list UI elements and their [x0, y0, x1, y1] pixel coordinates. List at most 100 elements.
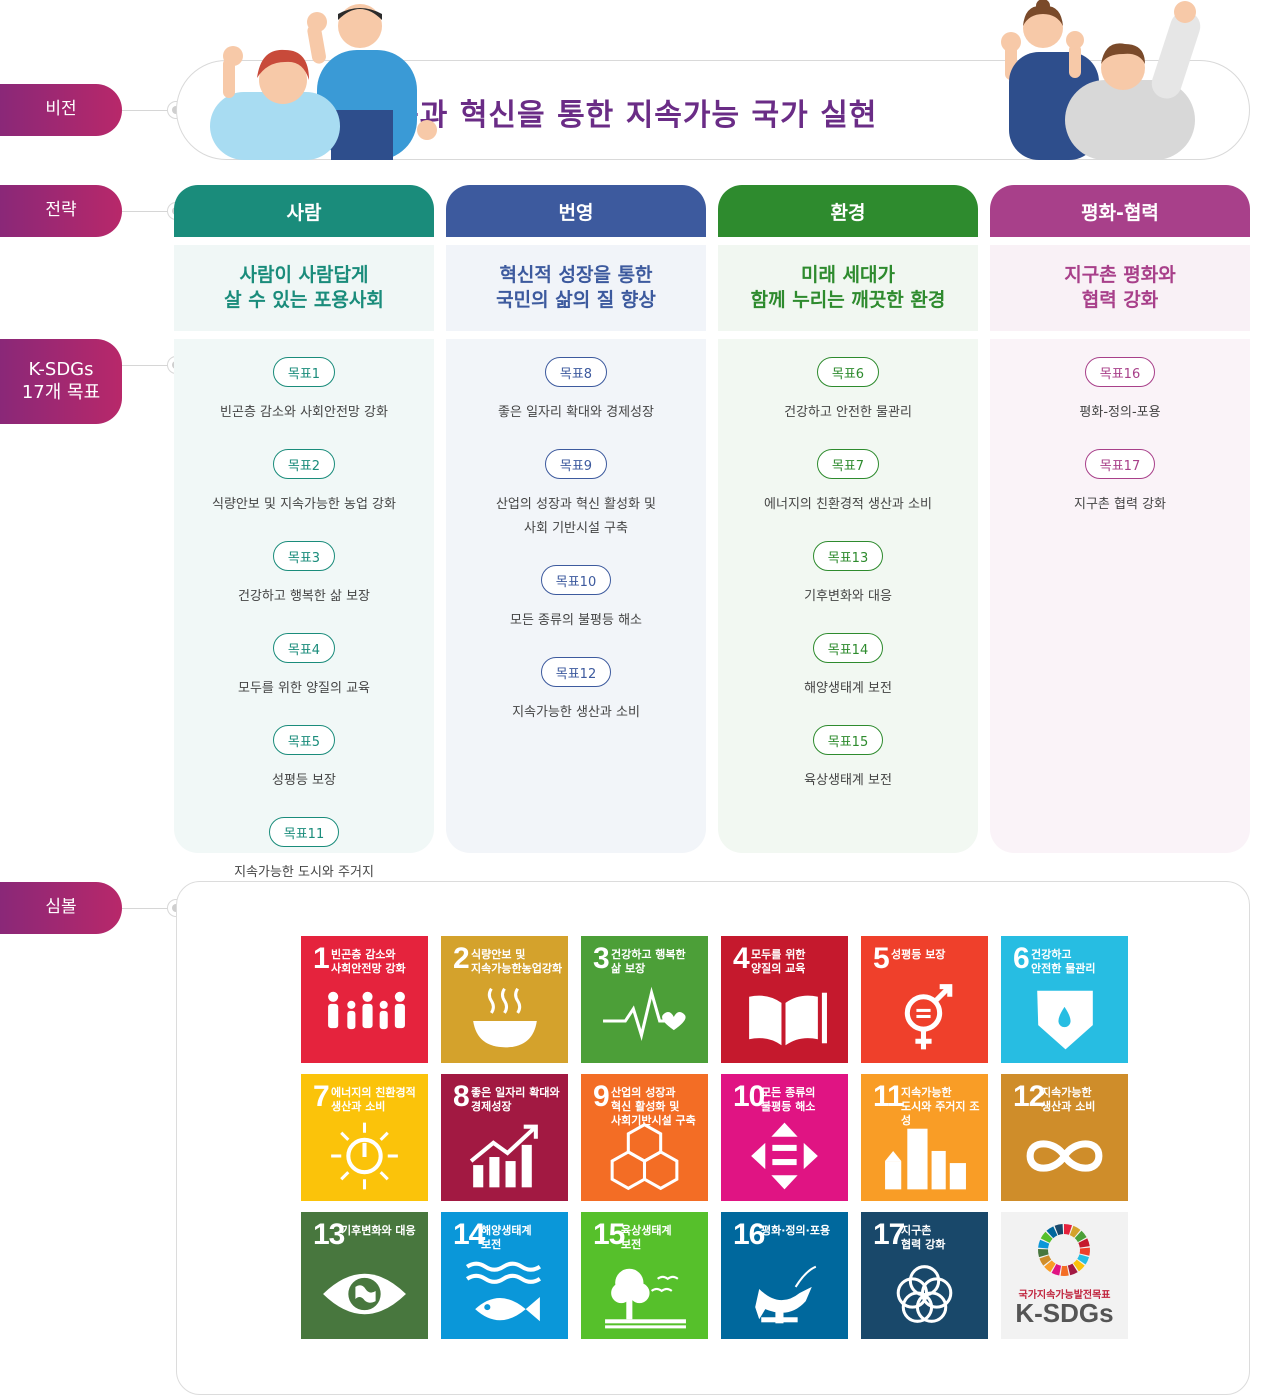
column-head: 평화-협력: [990, 185, 1250, 237]
goal-badge: 목표13: [812, 541, 884, 572]
goal-badge: 목표1: [272, 357, 336, 387]
sdg-tile-number: 1: [313, 942, 330, 975]
sdg-tile-number: 6: [1013, 942, 1030, 975]
eye-globe-icon: [323, 1273, 406, 1315]
goal-text: 모두를 위한 양질의 교육: [238, 681, 370, 697]
sdg-tile-number: 9: [593, 1080, 610, 1113]
connector-line: [122, 365, 176, 366]
sdg-tile-label: 산업의 성장과 혁신 활성화 및 사회기반시설 구축: [611, 1086, 696, 1127]
sdg-tile-number: 10: [733, 1080, 765, 1113]
sdg-tile-number: 15: [593, 1218, 625, 1251]
goal-badge: 목표5: [272, 725, 336, 756]
sdg-tile-label: 성평등 보장: [891, 948, 946, 961]
cubes-icon: [610, 1122, 679, 1191]
sdg-tile-number: 4: [733, 942, 750, 975]
sdg-tile-number: 2: [453, 942, 470, 975]
rings-icon: [896, 1265, 953, 1323]
sdg-tile-label: 좋은 일자리 확대와 경제성장: [471, 1086, 560, 1113]
goal-text: 기후변화와 대응: [804, 589, 892, 605]
sdg-tile-label: 빈곤층 감소와 사회안전망 강화: [331, 948, 406, 975]
column-head: 사람: [174, 185, 434, 237]
connector-line: [122, 110, 176, 111]
goal-badge: 목표12: [540, 657, 612, 688]
tree-icon: [605, 1268, 686, 1329]
sdg-tile-number: 8: [453, 1080, 470, 1113]
people-right-illustration: [1001, 0, 1201, 160]
equality-icon: [751, 1122, 818, 1190]
connector-line: [122, 211, 176, 212]
column-subtitle-line: 사람이 사람답게: [239, 264, 369, 287]
goal-item: 목표16 평화-정의-포용: [1079, 357, 1161, 425]
goal-badge: 목표15: [812, 725, 884, 756]
column-subtitle-line: 함께 누리는 깨끗한 환경: [750, 289, 946, 311]
goal-badge: 목표11: [268, 817, 340, 848]
sdg-tile-label: 에너지의 친환경적 생산과 소비: [331, 1086, 416, 1113]
connector-line: [122, 908, 176, 909]
sdg-tile-label: 모든 종류의 불평등 해소: [761, 1086, 816, 1113]
water-icon: [1037, 990, 1093, 1050]
sdg-wheel-icon: [1038, 1224, 1090, 1276]
goal-text: 빈곤층 감소와 사회안전망 강화: [220, 405, 388, 420]
sdg-tile-number: 3: [593, 942, 610, 975]
column-head: 환경: [718, 185, 978, 237]
sdg-tile-number: 14: [453, 1218, 485, 1251]
fish-icon: [465, 1261, 542, 1322]
sdg-tile-number: 7: [313, 1080, 330, 1113]
column-subtitle-line: 국민의 삶의 질 향상: [496, 289, 656, 311]
sdg-tile-label: 지속가능한 생산과 소비: [1041, 1086, 1096, 1113]
sdg-tile-label: 해양생태계 보전: [481, 1224, 532, 1251]
goal-text: 모든 종류의 불평등 해소: [510, 613, 642, 629]
goal-text: 건강하고 행복한 삶 보장: [238, 589, 370, 605]
sdg-tile-label: 식량안보 및 지속가능한농업강화: [471, 948, 563, 975]
sdg-tile-number: 17: [873, 1218, 905, 1251]
column-subtitle-line: 혁신적 성장을 통한: [499, 264, 653, 287]
book-icon: [749, 992, 827, 1046]
goal-text: 식량안보 및 지속가능한 농업 강화: [212, 497, 396, 513]
column-subtitle-line: 협력 강화: [1081, 289, 1159, 311]
goal-text: 성평등 보장: [272, 773, 336, 789]
city-icon: [885, 1128, 966, 1190]
goal-item: 목표2 식량안보 및 지속가능한 농업 강화: [212, 449, 396, 517]
goal-badge: 목표4: [272, 633, 336, 664]
sdg-tile-label: 기후변화와 대응: [341, 1224, 416, 1237]
people-icon: [328, 991, 405, 1030]
goal-badge: 목표2: [272, 449, 336, 480]
column-subtitle-line: 살 수 있는 포용사회: [224, 289, 384, 311]
row-label-symbol: 심볼: [0, 882, 122, 934]
sdg-tile-number: 16: [733, 1218, 765, 1251]
column-subtitle-line: 지구촌 평화와: [1064, 264, 1176, 287]
heartbeat-icon: [603, 986, 686, 1041]
sdg-tile-label: 모두를 위한 양질의 교육: [751, 948, 806, 975]
gender-icon: [904, 984, 953, 1050]
sdg-tile-label: 건강하고 행복한 삶 보장: [611, 948, 686, 975]
goal-text: 평화-정의-포용: [1079, 405, 1161, 420]
sdg-tile-label: 건강하고 안전한 물관리: [1031, 948, 1096, 975]
goal-badge: 목표17: [1084, 449, 1156, 480]
goal-badge: 목표16: [1084, 357, 1156, 387]
goal-badge: 목표3: [272, 541, 336, 572]
goal-text: 좋은 일자리 확대와 경제성장: [498, 405, 654, 420]
